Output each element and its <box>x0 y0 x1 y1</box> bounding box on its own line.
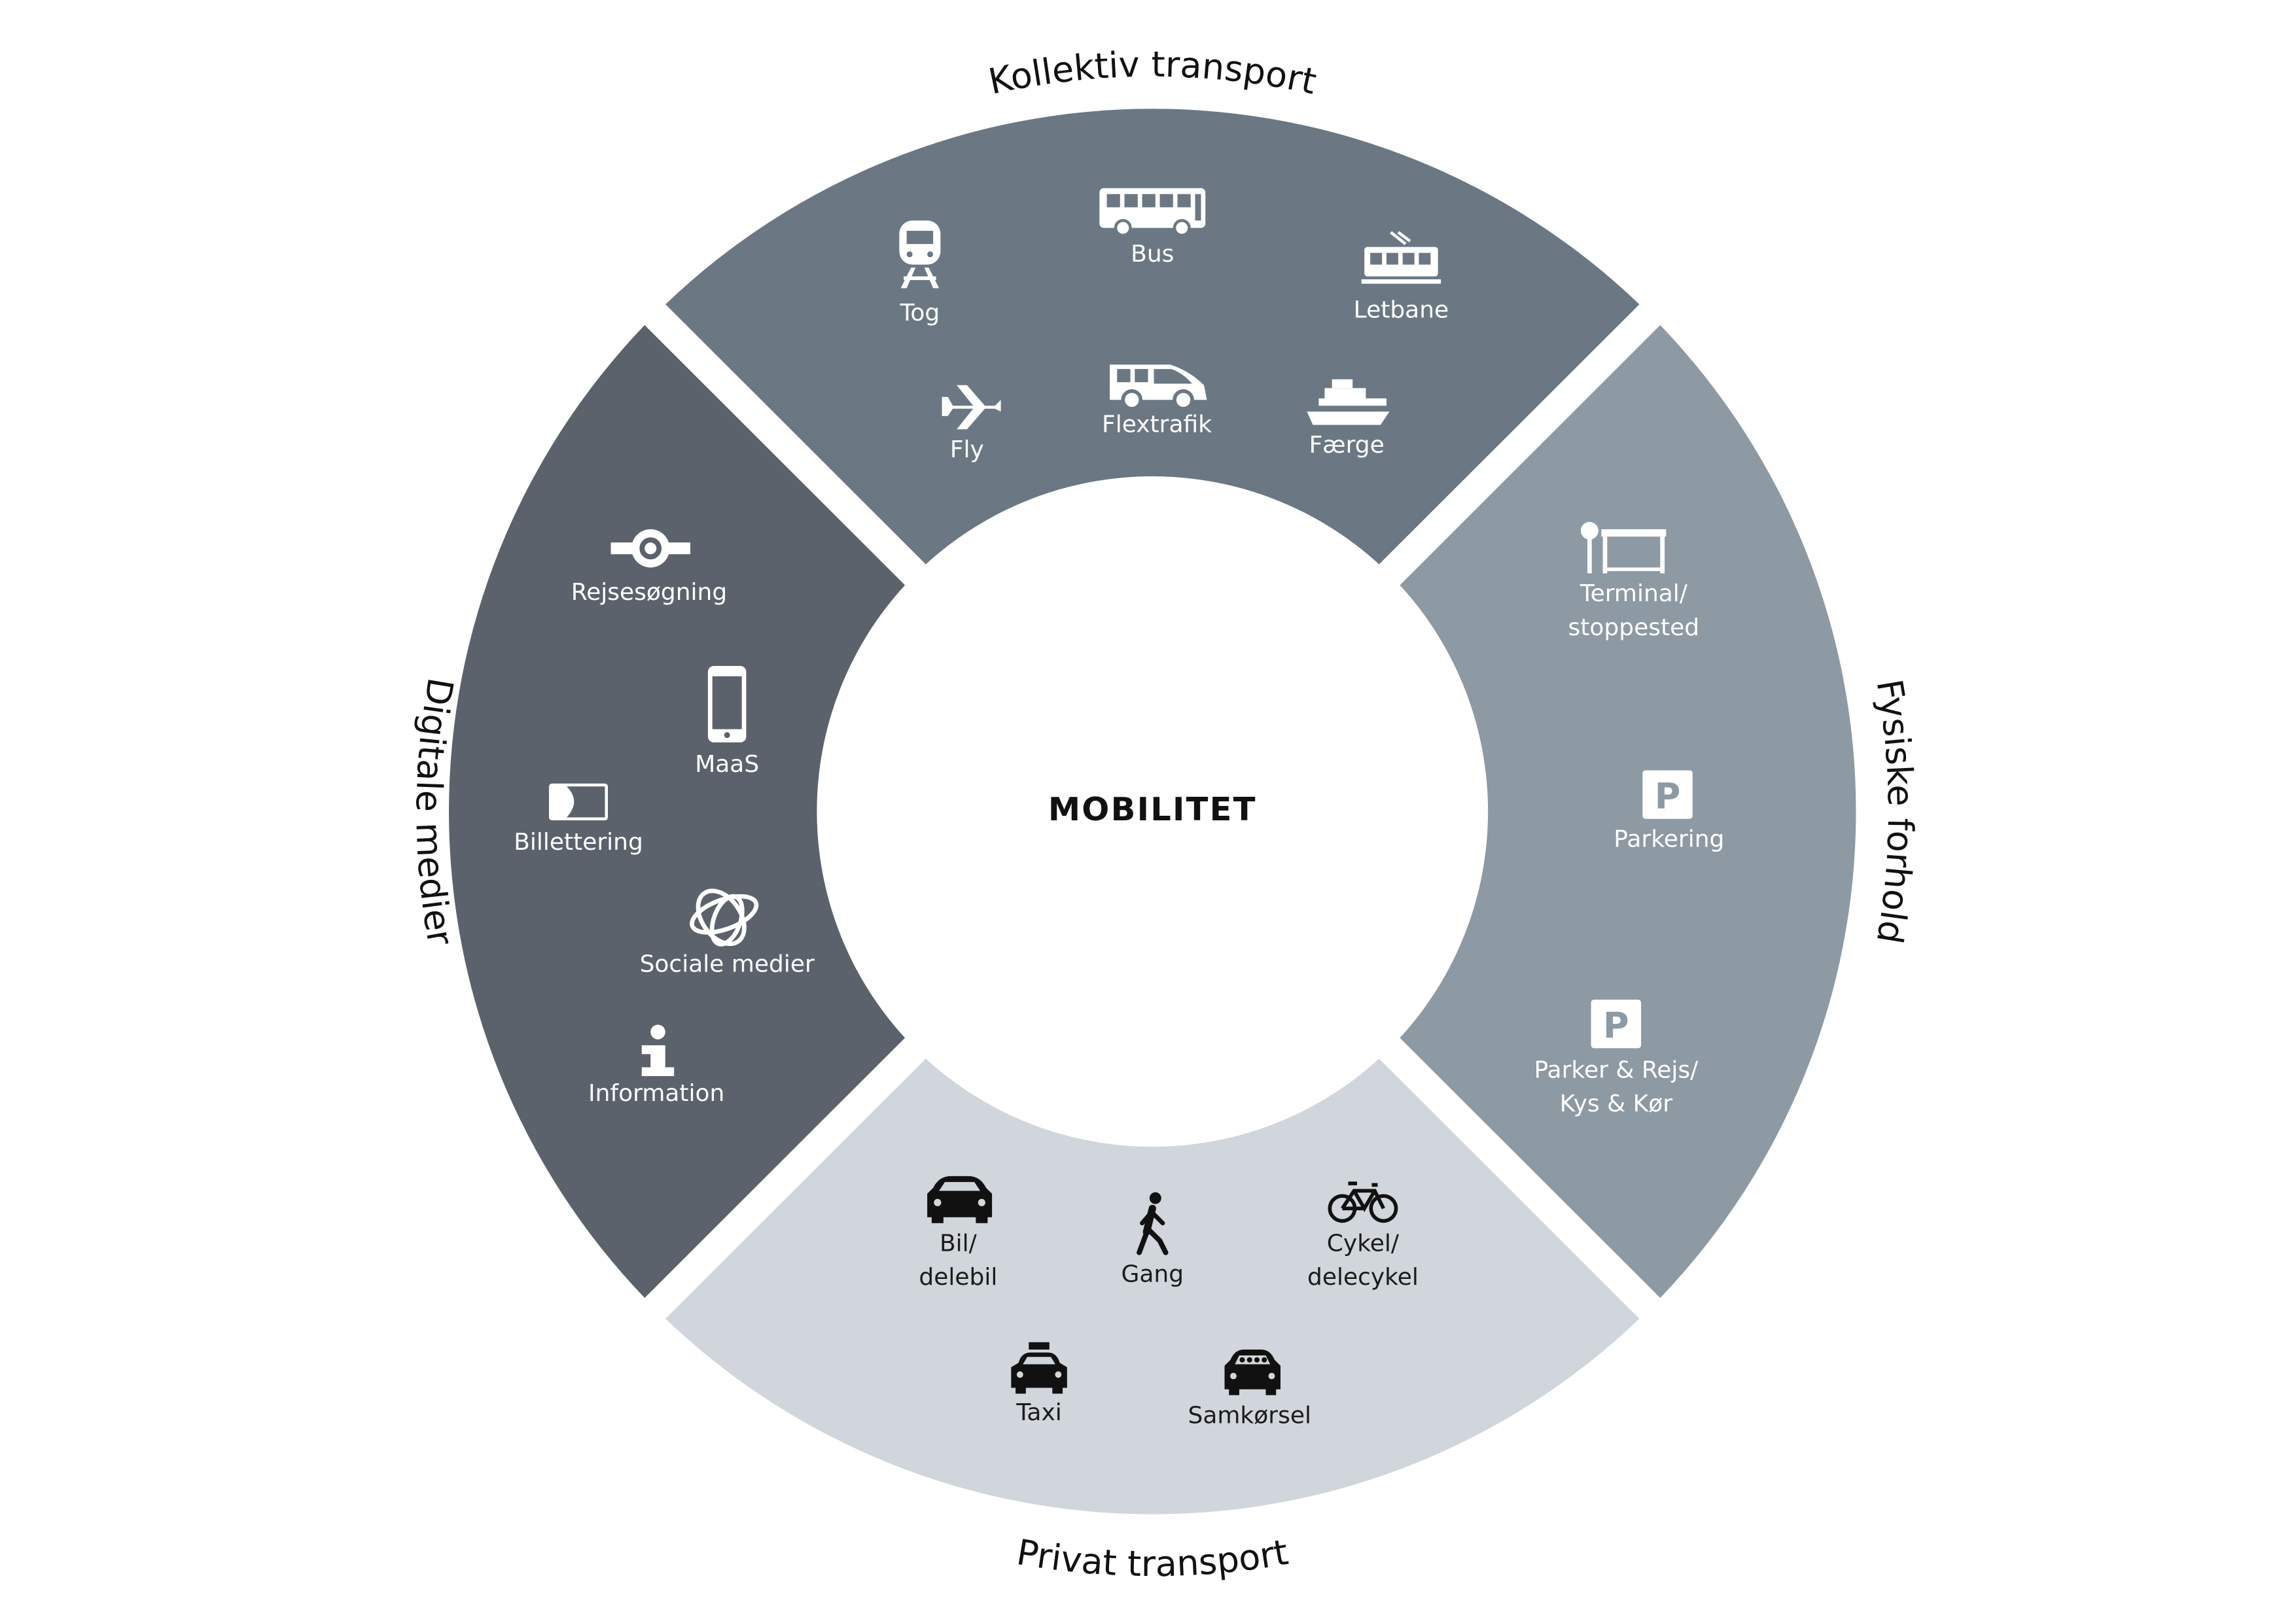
label-bus: Bus <box>1131 241 1174 268</box>
label-samkorsel: Samkørsel <box>1188 1402 1311 1429</box>
label-letbane: Letbane <box>1354 296 1449 323</box>
park-and-ride-letter: P <box>1603 1005 1629 1047</box>
label-terminal-1: Terminal/ <box>1580 580 1688 607</box>
label-bil-1: Bil/ <box>940 1230 978 1257</box>
label-sociale-medier: Sociale medier <box>640 951 815 977</box>
park-and-ride-icon: P <box>1591 1000 1642 1049</box>
sector-fysiske-forhold <box>1400 324 1856 1299</box>
title-kollektiv-transport: Kollektiv transport <box>985 44 1320 103</box>
label-bil-2: delebil <box>919 1264 997 1291</box>
label-taxi: Taxi <box>1016 1399 1061 1426</box>
van-icon <box>1110 364 1207 411</box>
walking-person-icon <box>1137 1192 1169 1255</box>
label-information: Information <box>588 1080 724 1107</box>
social-media-icon <box>690 888 759 947</box>
bus-icon <box>1099 188 1206 237</box>
tram-icon <box>1361 231 1441 284</box>
label-billettering: Billettering <box>514 829 643 856</box>
label-parker-2: Kys & Kør <box>1560 1091 1673 1117</box>
taxi-icon <box>1011 1342 1067 1394</box>
label-cykel-2: delecykel <box>1307 1264 1419 1291</box>
label-terminal-2: stoppested <box>1568 614 1700 641</box>
train-icon <box>899 220 941 288</box>
smartphone-icon <box>707 666 747 742</box>
journey-planner-icon <box>610 529 690 568</box>
label-tog: Tog <box>900 300 940 326</box>
label-gang: Gang <box>1121 1261 1184 1288</box>
title-fysiske-forhold: Fysiske forhold <box>1869 676 1922 947</box>
label-parker-1: Parker & Rejs/ <box>1534 1056 1699 1083</box>
sector-digitale-medier <box>449 324 906 1299</box>
sector-privat-transport <box>665 1058 1640 1514</box>
airplane-icon <box>942 385 1001 430</box>
label-cykel-1: Cykel/ <box>1327 1230 1400 1257</box>
parking-icon: P <box>1642 770 1693 819</box>
bus-stop-icon <box>1580 521 1667 574</box>
title-privat-transport: Privat transport <box>1014 1531 1291 1584</box>
ferry-icon <box>1307 379 1390 425</box>
label-flextrafik: Flextrafik <box>1102 411 1212 438</box>
center-circle <box>819 479 1485 1144</box>
label-fly: Fly <box>950 436 984 463</box>
information-icon <box>641 1024 675 1077</box>
parking-letter: P <box>1655 776 1681 817</box>
label-rejsesogning: Rejsesøgning <box>571 579 727 606</box>
label-parkering: Parkering <box>1614 826 1724 852</box>
center-label: MOBILITET <box>1048 790 1257 828</box>
carpool-icon <box>1224 1350 1280 1395</box>
label-faerge: Færge <box>1309 432 1385 459</box>
label-maas: MaaS <box>695 751 759 778</box>
car-icon <box>927 1176 993 1223</box>
bicycle-icon <box>1328 1181 1398 1223</box>
ticket-icon <box>549 783 609 820</box>
